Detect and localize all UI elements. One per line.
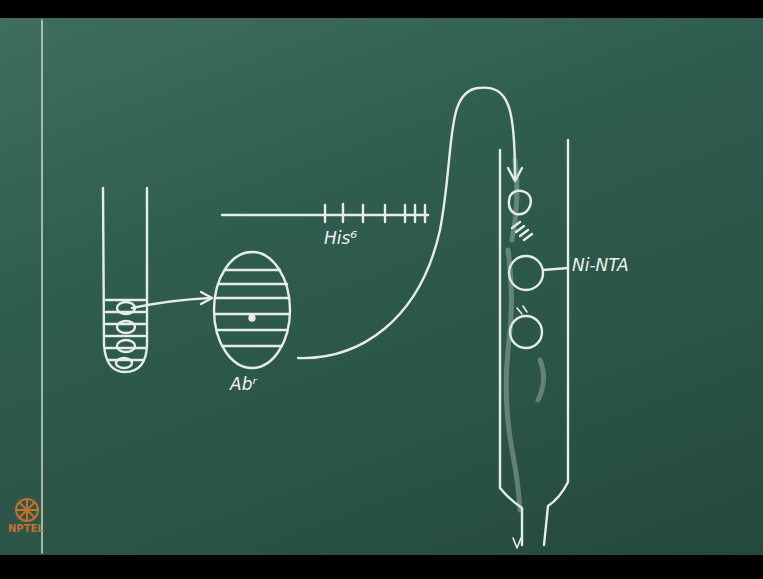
tag-label: His⁶ xyxy=(324,228,357,248)
resin-label: Ni-NTA xyxy=(572,255,629,275)
logo-text: NPTEL xyxy=(8,523,44,534)
chalkboard xyxy=(0,18,763,555)
resistance-label: Abʳ xyxy=(230,374,257,394)
